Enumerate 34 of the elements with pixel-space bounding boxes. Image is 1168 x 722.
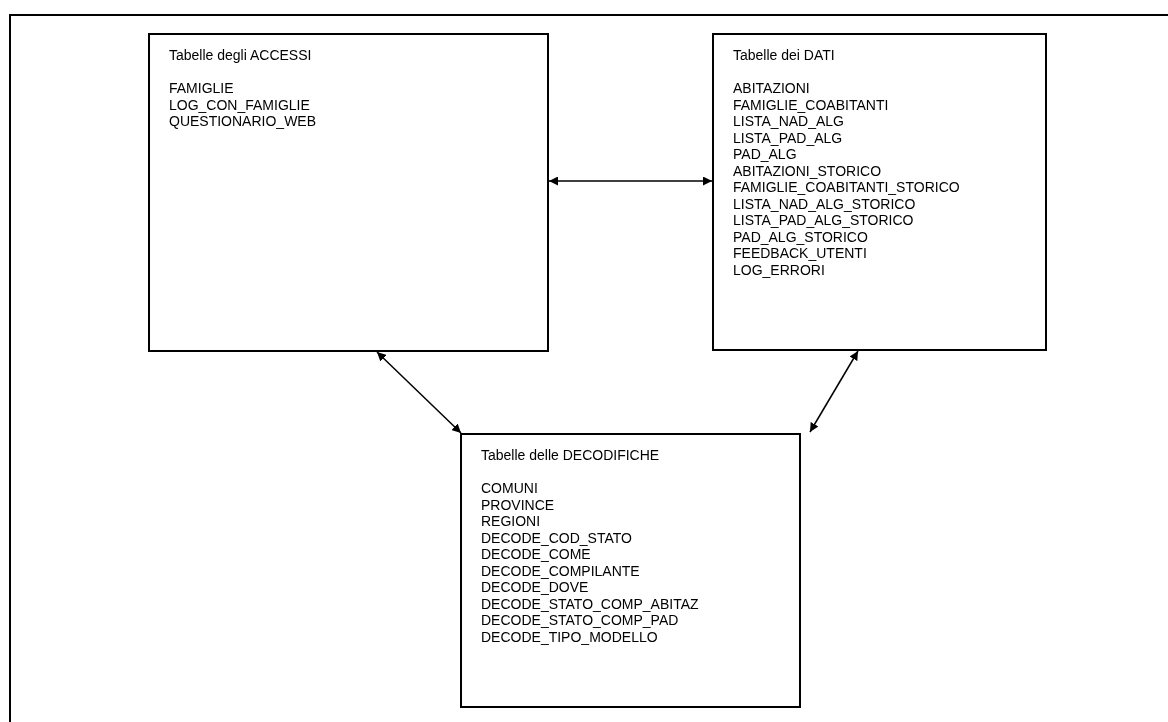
table-name: PAD_ALG — [733, 146, 798, 163]
table-name: REGIONI — [481, 513, 542, 530]
table-name: ABITAZIONI_STORICO — [733, 162, 883, 179]
table-name: FAMIGLIE_COABITANTI_STORICO — [733, 179, 961, 196]
double-arrow — [809, 350, 859, 433]
table-name: LOG_CON_FAMIGLIE — [169, 96, 311, 113]
table-name: QUESTIONARIO_WEB — [169, 113, 318, 130]
table-group-box — [712, 33, 1047, 351]
table-name: DECODE_COD_STATO — [481, 529, 633, 546]
table-name: LISTA_PAD_ALG_STORICO — [733, 212, 915, 229]
table-name: FAMIGLIE_COABITANTI — [733, 96, 890, 113]
table-name: DECODE_COMPILANTE — [481, 562, 641, 579]
table-group-box — [460, 433, 801, 708]
table-name: DECODE_COME — [481, 546, 592, 563]
table-name: FAMIGLIE — [169, 80, 235, 97]
table-name: PAD_ALG_STORICO — [733, 228, 869, 245]
group-heading: Tabelle dei DATI — [733, 47, 836, 64]
table-name: LISTA_PAD_ALG — [733, 129, 844, 146]
table-name: LISTA_NAD_ALG — [733, 113, 845, 130]
table-name: DECODE_DOVE — [481, 579, 590, 596]
table-name: COMUNI — [481, 480, 539, 497]
group-heading: Tabelle degli ACCESSI — [169, 47, 313, 64]
double-arrow — [376, 351, 462, 434]
table-name: FEEDBACK_UTENTI — [733, 245, 868, 262]
table-name: DECODE_STATO_COMP_PAD — [481, 612, 680, 629]
table-name: LISTA_NAD_ALG_STORICO — [733, 195, 917, 212]
table-group-box — [148, 33, 549, 352]
table-name: ABITAZIONI — [733, 80, 811, 97]
table-name: DECODE_TIPO_MODELLO — [481, 628, 659, 645]
double-arrow — [548, 176, 713, 186]
table-name: DECODE_STATO_COMP_ABITAZ — [481, 595, 700, 612]
group-heading: Tabelle delle DECODIFICHE — [481, 447, 661, 464]
table-name: PROVINCE — [481, 496, 556, 513]
table-name: LOG_ERRORI — [733, 261, 826, 278]
